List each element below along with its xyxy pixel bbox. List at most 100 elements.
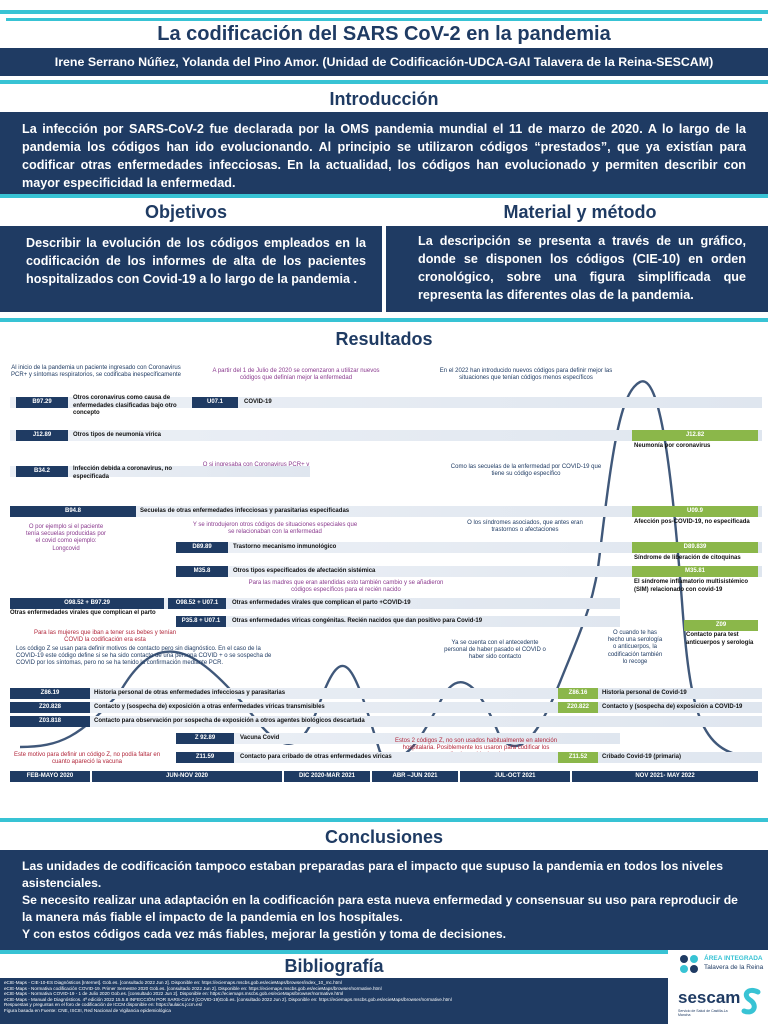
note-situaciones-especiales: Y se introdujeron otros códigos de situa…: [192, 522, 358, 536]
conclusions-box: Las unidades de codificación tampoco est…: [0, 850, 768, 950]
code-b342: B34.2: [16, 466, 68, 477]
conclusions-accent-line: [0, 818, 768, 822]
timeline-segment: ABR –JUN 2021: [372, 771, 458, 782]
code-d89839: D89.839: [632, 542, 758, 553]
note-inicio: Al inicio de la pandemia un paciente ing…: [11, 365, 181, 379]
label-z1159: Contacto para cribado de otras enfermeda…: [240, 754, 392, 760]
code-z20828: Z20.828: [10, 702, 90, 713]
label-z20828: Contacto y (sospecha de) exposición a ot…: [94, 704, 325, 710]
intro-title: Introducción: [0, 86, 768, 112]
conclusion-p3: Y con estos códigos cada vez más fiables…: [22, 927, 507, 941]
label-z9289: Vacuna Covid: [240, 735, 280, 741]
row-bar-d8989: [176, 542, 762, 553]
code-z8619: Z86.19: [10, 688, 90, 699]
row-bar-p358: [176, 616, 620, 627]
method-box: La descripción se presenta a través de u…: [386, 226, 768, 312]
label-j1289: Otros tipos de neumonía vírica: [73, 432, 162, 438]
top-accent-line: [0, 10, 768, 14]
code-z8616: Z86.16: [558, 688, 598, 699]
timeline-segment: JUL-OCT 2021: [460, 771, 570, 782]
biblio-title: Bibliografía: [0, 954, 668, 978]
label-u071: COVID-19: [244, 399, 272, 405]
note-codigos-z: Los código Z se usan para definir motivo…: [16, 646, 272, 667]
label-b948: Secuelas de otras enfermedades infeccios…: [140, 508, 350, 514]
row-bar-z03818: [10, 716, 762, 727]
row-bar-b342: [10, 466, 310, 477]
code-z9289: Z 92.89: [176, 733, 234, 744]
label-z8619: Historia personal de otras enfermedades …: [94, 690, 286, 696]
intro-text: La infección por SARS-CoV-2 fue declarad…: [22, 122, 746, 190]
code-z1152: Z11.52: [558, 752, 598, 763]
label-z09: Contacto para test anticuerpos y serolog…: [686, 632, 754, 646]
timeline-segment: FEB-MAYO 2020: [10, 771, 90, 782]
label-b9729: Otros coronavirus como causa de enfermed…: [73, 395, 177, 416]
biblio-ref: eCIE-Maps - CIE-10-ES Diagnósticos [Inte…: [4, 980, 342, 985]
label-u099: Afección pos-COVID-19, no especificada: [634, 519, 750, 525]
label-b342: Infección debida a coronavirus, no espec…: [73, 466, 173, 480]
note-secuelas: Como las secuelas de la enfermedad por C…: [450, 464, 602, 478]
area-logo-line1: ÁREA INTEGRADA: [704, 955, 763, 962]
code-z09: Z09: [684, 620, 758, 631]
row-bar-z8619: [10, 688, 762, 699]
timeline-axis: FEB-MAYO 2020 JUN-NOV 2020 DIC 2020-MAR …: [10, 771, 758, 782]
method-title: Material y método: [398, 198, 762, 226]
label-d8989: Trastorno mecanismo inmunológico: [233, 544, 337, 550]
area-logo-icon: [680, 955, 698, 973]
sescam-logo-subtext: Servicio de Salud de Castilla-La Mancha: [678, 1009, 728, 1017]
code-u099: U09.9: [632, 506, 758, 517]
note-antecedente: Ya se cuenta con el antecedente personal…: [444, 640, 546, 661]
row-bar-m358: [176, 566, 762, 577]
row-bar-z1159: [176, 752, 762, 763]
biblio-accent-line: [0, 950, 668, 954]
note-sindromes: O los síndromes asociados, que antes era…: [467, 520, 583, 534]
code-p358: P35.8 + U07.1: [176, 616, 226, 627]
poster-title: La codificación del SARS CoV-2 en la pan…: [6, 18, 762, 46]
objectives-title: Objetivos: [6, 198, 366, 226]
note-longcovid: O por ejemplo si el paciente tenía secue…: [25, 524, 107, 552]
code-u071: U07.1: [192, 397, 238, 408]
row-bar-j1289: [10, 430, 762, 441]
code-z1159: Z11.59: [176, 752, 234, 763]
code-m358: M35.8: [176, 566, 228, 577]
method-text: La descripción se presenta a través de u…: [418, 234, 746, 302]
label-j1282: Neumonía por coronavirus: [634, 443, 711, 449]
note-serologia: O cuando te has hecho una serología o an…: [607, 630, 663, 665]
timeline-segment: NOV 2021- MAY 2022: [572, 771, 758, 782]
label-m358: Otros tipos especificados de afectación …: [233, 568, 376, 574]
objectives-box: Describir la evolución de los códigos em…: [0, 226, 382, 312]
code-d8989: D89.89: [176, 542, 228, 553]
biblio-ref: eCIE-Maps - Normativa codificación COVID…: [4, 985, 382, 991]
results-title: Resultados: [0, 326, 768, 352]
biblio-box: eCIE-Maps - CIE-10-ES Diagnósticos [Inte…: [0, 978, 668, 1024]
row-bar-b948: [10, 506, 762, 517]
note-2022: En el 2022 han introducido nuevos código…: [439, 368, 613, 382]
results-figure: Al inicio de la pandemia un paciente ing…: [0, 352, 768, 782]
row-bar-z9289: [176, 733, 620, 744]
label-z8616: Historia personal de Covid-19: [602, 690, 687, 696]
label-o9852-u071: Otras enfermedades virales que complican…: [232, 600, 411, 606]
objectives-accent-line: [0, 194, 768, 198]
code-z03818: Z03.818: [10, 716, 90, 727]
timeline-segment: JUN-NOV 2020: [92, 771, 282, 782]
label-z03818: Contacto para observación por sospecha d…: [94, 718, 365, 724]
sescam-s-icon: [741, 987, 761, 1015]
objectives-text: Describir la evolución de los códigos em…: [26, 236, 366, 286]
sescam-logo-text: sescam: [678, 988, 741, 1007]
code-m3581: M35.81: [632, 566, 758, 577]
note-mujeres-bebes: Para las mujeres que iban a tener sus be…: [33, 630, 177, 644]
label-o9852-b9729: Otras enfermedades virales que complican…: [10, 610, 156, 616]
conclusions-title: Conclusiones: [0, 824, 768, 850]
biblio-ref: Figura basada en Fuente: CNE, ISCIII, Re…: [4, 1007, 171, 1013]
poster-authors: Irene Serrano Núñez, Yolanda del Pino Am…: [0, 48, 768, 76]
code-z20822: Z20.822: [558, 702, 598, 713]
intro-box: La infección por SARS-CoV-2 fue declarad…: [0, 112, 768, 194]
results-accent-line: [0, 318, 768, 322]
code-o9852-b9729: O98.52 + B97.29: [10, 598, 164, 609]
biblio-ref: eCIE-Maps - Normativa COVID-19 - 1 de Ju…: [4, 991, 344, 997]
label-d89839: Síndrome de liberación de citoquinas: [634, 555, 741, 561]
code-j1289: J12.89: [16, 430, 68, 441]
biblio-ref: eCIE-Maps - Manual de Diagnósticos. 4ª e…: [4, 996, 452, 1002]
row-bar-b9729: [10, 397, 762, 408]
intro-accent-line: [0, 80, 768, 84]
area-integrada-logo: ÁREA INTEGRADA Talavera de la Reina: [674, 950, 764, 978]
